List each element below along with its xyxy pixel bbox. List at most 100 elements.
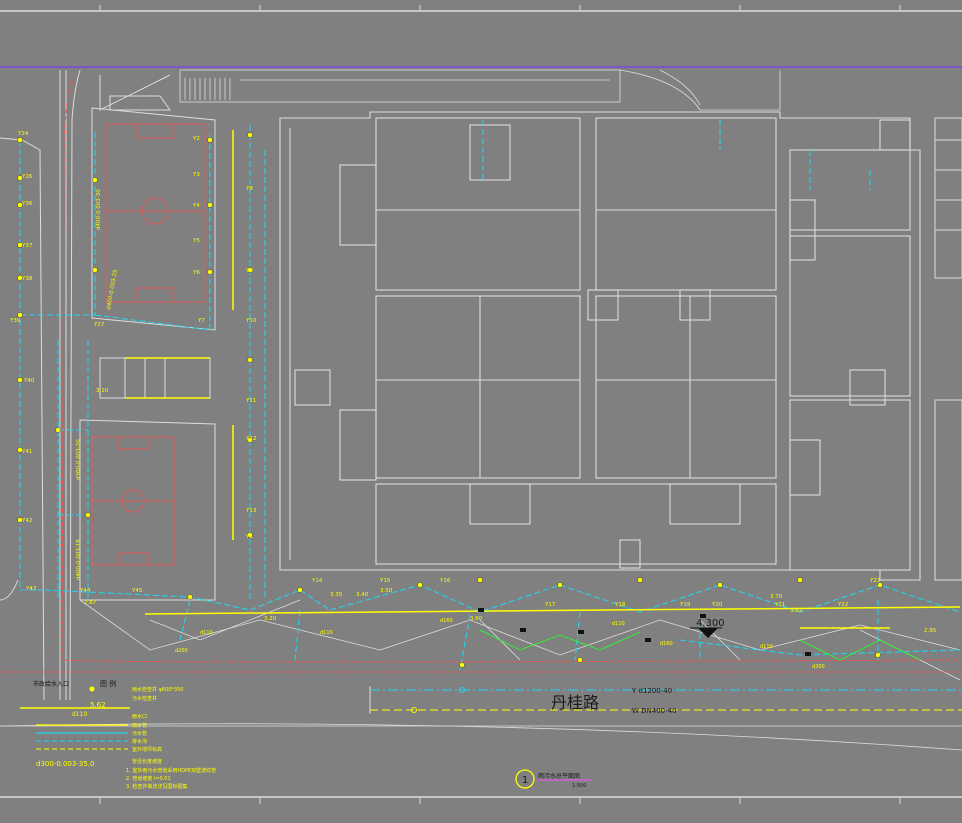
sewer-main-label: W DN400-40 <box>632 707 677 715</box>
right-edge-structures <box>934 117 962 581</box>
well-label: Y44 <box>79 588 91 594</box>
road-danguilu <box>0 671 962 751</box>
legend-item: 排水沟 <box>132 738 147 745</box>
well-label: Y10 <box>245 318 257 324</box>
drain-code: d160 <box>440 618 453 624</box>
legend-note: 1. 室外雨污水管道采用HDPE双壁波纹管 <box>126 767 216 774</box>
well-label: Y18 <box>614 602 626 608</box>
elevation-label: 3.35 <box>330 592 343 598</box>
entrance-label: 市政给水入口 <box>33 680 69 688</box>
elevation-label: 2.87 <box>84 600 97 606</box>
green-pipe-network <box>479 629 921 661</box>
drawing-frame <box>0 5 962 804</box>
legend-item: 雨水检查井 φ600*350 <box>132 686 183 693</box>
drain-code: d160 <box>660 641 673 647</box>
well-label: Y19 <box>679 602 691 608</box>
well-label: Y41 <box>21 449 32 455</box>
title-block: 1 雨污水总平面图 1:500 <box>515 769 592 789</box>
legend: 图 例 5.62 d110 d300-0.003-35.0 雨水检查井 φ600… <box>36 679 216 790</box>
well-label: Y6 <box>192 270 200 276</box>
legend-item: 管径长度坡度 <box>132 758 162 765</box>
well-label: Y9 <box>245 268 253 274</box>
drain-code: d110 <box>320 630 333 636</box>
legend-item: 污水检查井 <box>132 695 157 702</box>
legend-item: 污水管 <box>132 730 147 737</box>
elevation-label: 3.82 <box>790 608 802 614</box>
inspection-wells <box>17 132 883 668</box>
elevation-label: 3.40 <box>356 592 369 598</box>
pipe-label: d400-0.003-18 <box>76 539 82 580</box>
well-label: Y5 <box>192 238 200 244</box>
well-label: Y27 <box>93 322 105 328</box>
drain-code: d110 <box>200 630 213 636</box>
elevation-labels: 3.10 3.20 3.35 3.40 3.50 3.60 3.70 3.82 … <box>84 388 937 634</box>
well-label: Y39 <box>9 318 21 324</box>
well-label: Y13 <box>245 508 257 514</box>
catch-basins <box>478 608 811 656</box>
main-building <box>279 111 921 581</box>
legend-code-sample: d110 <box>72 711 87 718</box>
small-court <box>99 357 211 399</box>
well-label: Y37 <box>21 243 33 249</box>
well-label: Y20 <box>711 602 723 608</box>
legend-item: 室外地坪标高 <box>132 746 162 753</box>
well-label: Y42 <box>21 518 32 524</box>
well-label: Y45 <box>131 588 143 594</box>
parking-strip <box>179 69 781 111</box>
well-label: Y1 <box>245 534 253 540</box>
well-label: Y22 <box>837 602 848 608</box>
well-label: Y24 <box>17 131 29 137</box>
road-name: 丹桂路 <box>551 693 599 712</box>
bottom-well-labels: Y1 Y14 Y15 Y16 Y17 Y18 Y19 Y20 Y21 Y22 Y… <box>93 322 881 608</box>
well-label: Y21 <box>774 602 785 608</box>
elevation-label: 3.60 <box>470 616 483 622</box>
sewer-pipe-network <box>20 130 961 709</box>
elevation-label: 3.70 <box>770 594 783 600</box>
well-label: Y12 <box>245 436 256 442</box>
well-label: Y16 <box>439 578 451 584</box>
plaza-lines <box>79 599 961 681</box>
rain-main-label: Y d1200-40 <box>631 687 672 695</box>
elevation-label: 3.10 <box>96 388 109 394</box>
drain-code: d110 <box>612 621 625 627</box>
pipe-label: d400-0.003-25 <box>106 269 119 311</box>
well-label: Y15 <box>379 578 391 584</box>
well-label: Y26 <box>21 174 33 180</box>
well-label: Y8 <box>245 186 253 192</box>
well-label: Y14 <box>311 578 323 584</box>
soccer-field-south <box>79 419 216 601</box>
legend-item: 雨水口 <box>132 713 147 720</box>
well-labels-left: Y24 Y26 Y36 Y37 Y38 Y39 Y40 Y41 Y42 Y43 … <box>9 131 143 594</box>
legend-note: 2. 管道坡度 i=0.01 <box>126 775 171 782</box>
pipe-label: d400-0.003-30 <box>96 189 102 230</box>
elevation-label: 3.20 <box>264 616 277 622</box>
drain-code: d200 <box>812 664 825 670</box>
drain-codes: d110 d110 d160 d110 d200 d160 d110 d200 <box>175 618 825 670</box>
elevation-marker-value: 4.300 <box>696 618 725 629</box>
drawing-title: 雨污水总平面图 <box>538 772 580 780</box>
well-label: Y3 <box>192 172 200 178</box>
drawing-scale: 1:500 <box>572 783 586 789</box>
well-label: Y11 <box>245 398 256 404</box>
well-labels-right: Y2 Y3 Y4 Y5 Y6 Y7 Y8 Y9 Y10 Y11 Y12 Y13 <box>192 136 257 514</box>
well-label: Y23 <box>869 578 881 584</box>
well-label: Y2 <box>192 136 200 142</box>
well-label: Y4 <box>192 203 200 209</box>
drain-code: d110 <box>760 644 773 650</box>
well-label: Y38 <box>21 276 33 282</box>
legend-pipe-sample: d300-0.003-35.0 <box>36 760 94 768</box>
legend-note: 3. 检查井做法详见国标图集 <box>126 783 187 790</box>
legend-elevation-sample: 5.62 <box>90 701 106 709</box>
elevation-label: 2.95 <box>924 628 937 634</box>
legend-item: 雨水管 <box>132 722 147 729</box>
well-label: Y40 <box>23 378 35 384</box>
well-label: Y36 <box>21 201 33 207</box>
well-label: Y17 <box>544 602 556 608</box>
pipe-label: d300-0.003-20 <box>76 439 82 480</box>
legend-symbols: 5.62 d110 d300-0.003-35.0 <box>36 686 128 768</box>
drawing-number: 1 <box>522 775 528 786</box>
legend-title: 图 例 <box>100 679 116 688</box>
rain-pipe-network <box>19 120 961 671</box>
drain-code: d200 <box>175 648 188 654</box>
